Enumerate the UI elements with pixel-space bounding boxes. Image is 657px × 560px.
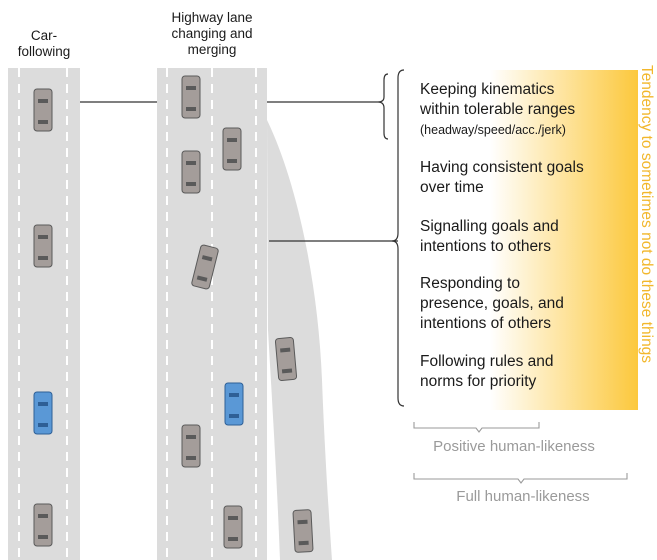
- car-blue: [224, 382, 244, 426]
- item-responding: Responding to presence, goals, and inten…: [420, 275, 564, 332]
- highway-label: Highway lane changing and merging: [171, 10, 253, 57]
- car-gray: [181, 150, 201, 194]
- car-gray: [33, 224, 53, 268]
- item-consistent-goals: Having consistent goals over time: [420, 159, 584, 196]
- car-following-label: Car- following: [17, 28, 71, 59]
- car-gray: [33, 503, 53, 547]
- kinematics-bracket: [377, 73, 389, 140]
- full-list-bracket: [391, 69, 405, 407]
- car-gray: [33, 88, 53, 132]
- item-signalling: Signalling goals and intentions to other…: [420, 218, 559, 255]
- positive-human-likeness-label: Positive human-likeness: [433, 438, 595, 455]
- car-gray: [222, 127, 242, 171]
- car-gray-merging: [292, 509, 314, 553]
- positive-bracket: [413, 422, 540, 433]
- tendency-gradient: [490, 70, 638, 410]
- car-gray: [223, 505, 243, 549]
- car-gray: [181, 424, 201, 468]
- car-gray: [181, 75, 201, 119]
- merging-lane: [267, 120, 332, 560]
- tendency-label: Tendency to sometimes not do these thing…: [638, 64, 655, 364]
- item-rules: Following rules and norms for priority: [420, 353, 554, 390]
- kinematics-note: (headway/speed/acc./jerk): [420, 123, 566, 137]
- car-gray-merging: [274, 337, 298, 381]
- car-blue: [33, 391, 53, 435]
- full-human-likeness-label: Full human-likeness: [456, 488, 590, 505]
- full-bracket: [413, 473, 628, 484]
- item-kinematics: Keeping kinematics within tolerable rang…: [420, 80, 625, 140]
- car-gray-changing-lane: [191, 244, 219, 290]
